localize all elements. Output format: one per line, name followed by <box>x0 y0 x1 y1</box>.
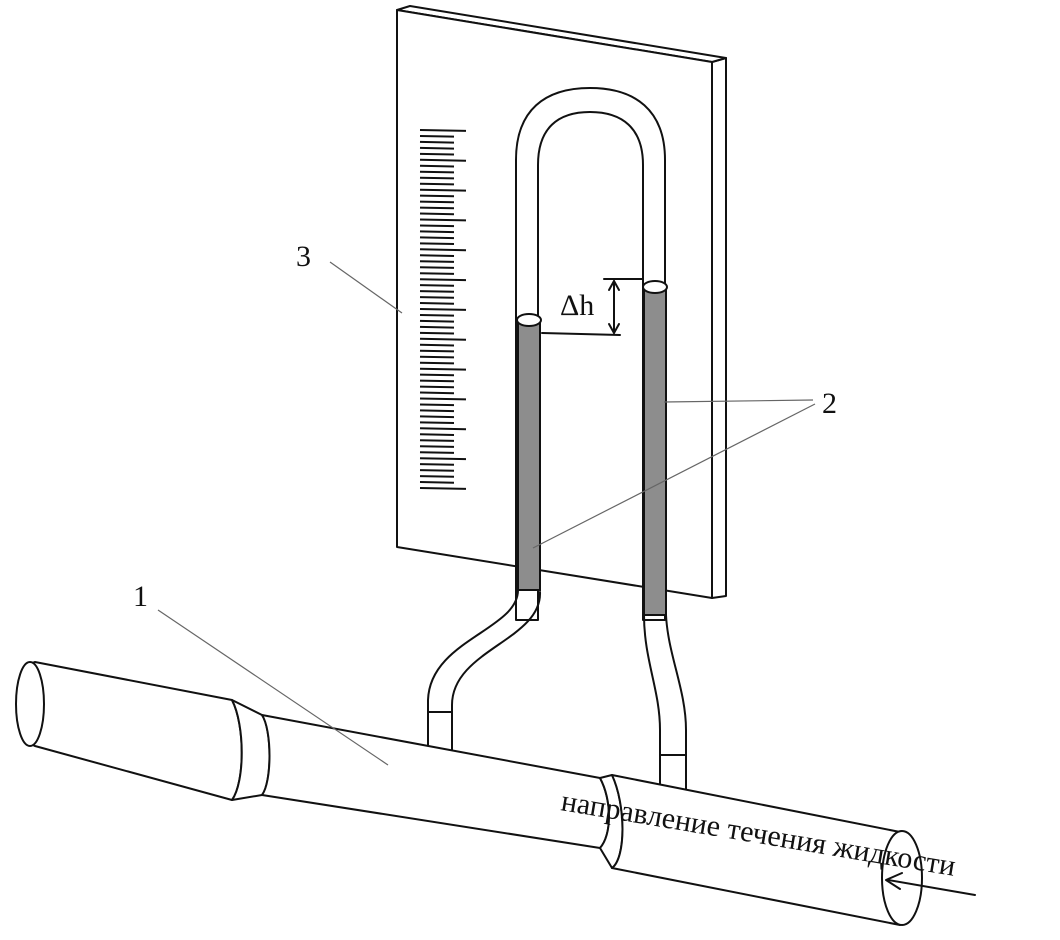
scale-minor-tick <box>419 200 455 204</box>
scale-minor-tick <box>419 164 455 168</box>
scale-minor-tick <box>419 361 455 365</box>
pipe-left-end <box>15 661 45 747</box>
pipe-left-section <box>19 661 243 801</box>
scale-minor-tick <box>419 230 455 234</box>
scale-minor-tick <box>419 319 455 323</box>
scale-major-tick <box>419 487 467 490</box>
leader-1 <box>157 609 389 766</box>
scale-minor-tick <box>419 236 455 240</box>
scale-minor-tick <box>419 331 455 335</box>
scale-minor-tick <box>419 206 455 210</box>
label-columns-2: 2 <box>822 387 837 420</box>
dh-arrow-up <box>608 280 620 291</box>
left-liquid-column <box>517 319 541 591</box>
scale-minor-tick <box>419 469 455 472</box>
scale-minor-tick <box>419 373 455 377</box>
scale-major-tick <box>419 158 467 162</box>
leader-2-right <box>663 399 814 403</box>
board-side-edge <box>711 57 727 599</box>
flow-arrow-shaft <box>887 879 976 896</box>
scale-major-tick <box>419 188 467 192</box>
u-tube <box>515 87 668 621</box>
scale-major-tick <box>419 457 467 461</box>
leader-lines <box>157 261 816 766</box>
scale-minor-tick <box>419 355 455 359</box>
label-scale-3: 3 <box>296 240 311 273</box>
scale-minor-tick <box>419 391 455 395</box>
scale-minor-tick <box>419 433 455 436</box>
scale-minor-tick <box>419 296 455 299</box>
scale-major-tick <box>419 397 467 401</box>
scale-minor-tick <box>419 302 455 305</box>
scale-minor-tick <box>419 325 455 329</box>
left-connector-outer <box>427 589 519 761</box>
right-connector-inner <box>665 614 687 801</box>
label-pipe-1: 1 <box>133 580 148 613</box>
scale-minor-tick <box>419 481 455 484</box>
scale-board <box>396 5 727 599</box>
scale-minor-tick <box>419 421 455 424</box>
scale-minor-tick <box>419 194 455 198</box>
leader-2-left <box>532 403 816 549</box>
scale-minor-tick <box>419 272 455 275</box>
scale-minor-tick <box>419 445 455 448</box>
scale-minor-tick <box>419 176 455 180</box>
delta-h-dimension: Δh <box>541 278 643 336</box>
scale-minor-tick <box>419 152 455 156</box>
delta-h-label: Δh <box>560 289 594 322</box>
scale-minor-tick <box>419 379 455 383</box>
board-face <box>396 9 713 599</box>
scale-major-tick <box>419 278 467 282</box>
scale-minor-tick <box>419 284 455 287</box>
scale-ticks <box>419 129 467 490</box>
scale-minor-tick <box>419 343 455 347</box>
scale-major-tick <box>419 367 467 371</box>
scale-minor-tick <box>419 135 455 138</box>
scale-minor-tick <box>419 170 455 174</box>
scale-major-tick <box>419 308 467 311</box>
scale-minor-tick <box>419 463 455 466</box>
scale-minor-tick <box>419 451 455 454</box>
scale-minor-tick <box>419 385 455 389</box>
flow-arrow-head <box>885 872 903 890</box>
right-liquid-column <box>643 286 667 616</box>
scale-minor-tick <box>419 439 455 442</box>
right-meniscus <box>642 280 668 294</box>
dh-arrow-down <box>608 323 620 334</box>
pipe-right-end <box>881 830 923 926</box>
left-connector-inner <box>451 591 542 763</box>
scale-minor-tick <box>419 146 455 150</box>
scale-minor-tick <box>419 212 455 216</box>
scale-minor-tick <box>419 242 455 245</box>
scale-minor-tick <box>419 140 455 144</box>
scale-minor-tick <box>419 260 455 263</box>
left-meniscus <box>516 313 542 327</box>
scale-major-tick <box>419 218 467 222</box>
scale-minor-tick <box>419 475 455 478</box>
scale-minor-tick <box>419 409 455 413</box>
pipe-throat <box>261 714 610 849</box>
connecting-tubes <box>427 589 687 801</box>
scale-major-tick <box>419 248 467 252</box>
venturi-pipe <box>15 661 923 926</box>
scale-minor-tick <box>419 254 455 257</box>
scale-minor-tick <box>419 182 455 186</box>
scale-minor-tick <box>419 415 455 419</box>
scale-minor-tick <box>419 224 455 228</box>
scale-minor-tick <box>419 349 455 353</box>
dh-lower-line <box>541 332 621 336</box>
scale-major-tick <box>419 337 467 341</box>
scale-major-tick <box>419 129 467 132</box>
leader-3 <box>329 261 403 314</box>
scale-major-tick <box>419 427 467 431</box>
scale-minor-tick <box>419 314 455 317</box>
scale-minor-tick <box>419 403 455 407</box>
right-connector-outer <box>643 614 661 791</box>
scale-minor-tick <box>419 290 455 293</box>
scale-minor-tick <box>419 266 455 269</box>
